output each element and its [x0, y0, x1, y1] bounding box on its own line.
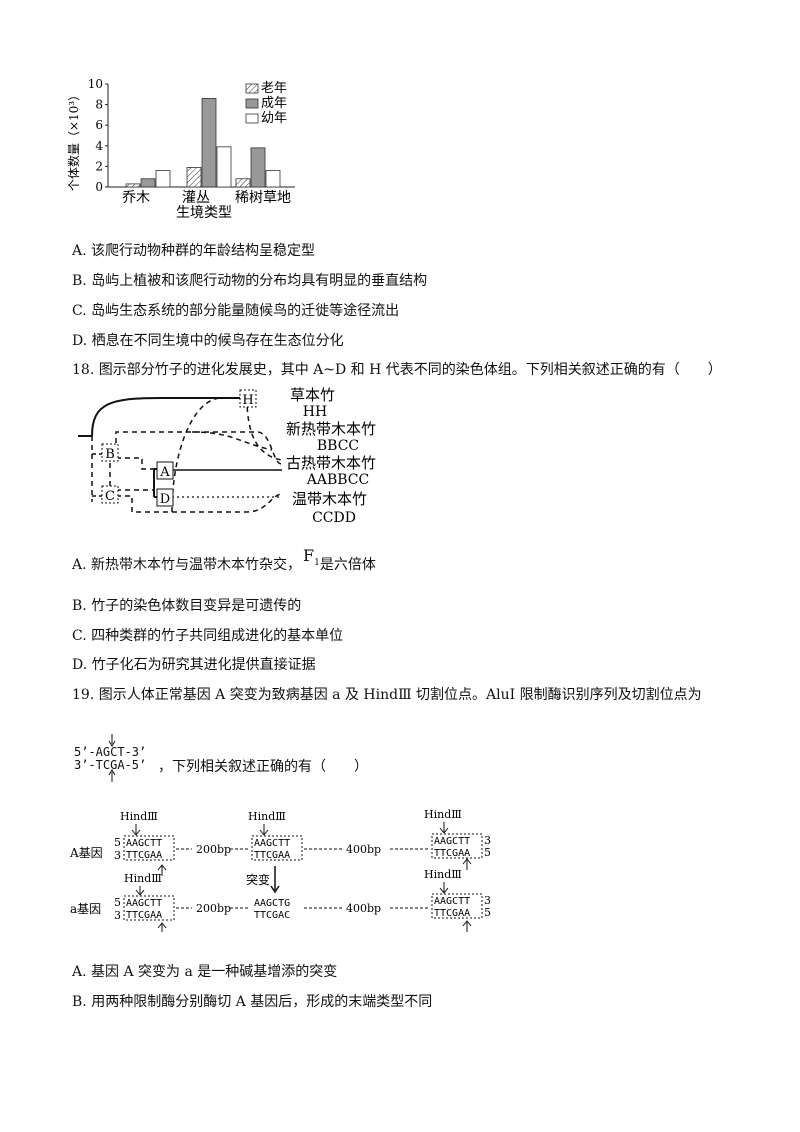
q18-option-b: B. 竹子的染色体数目变异是可遗传的 [72, 598, 302, 614]
a-five-end: 5 [114, 836, 121, 849]
chart-legend: 老年 成年 幼年 [245, 81, 287, 126]
q18-option-a: A. 新热带木本竹与温带木本竹杂交，F1是六倍体 [72, 546, 376, 576]
bar-adult-0 [140, 178, 156, 188]
site-1-bottom: TTCGAA [126, 850, 162, 861]
q17-option-a: A. 该爬行动物种群的年龄结构呈稳定型 [72, 243, 316, 259]
legend-label-old: 老年 [261, 81, 287, 96]
y-tick-label: 2 [95, 159, 103, 173]
box-d: D [160, 492, 170, 507]
species-4-name: 温带木本竹 [292, 490, 367, 508]
site-3-top: AAGCTT [434, 836, 470, 847]
q19-option-b: B. 用两种限制酶分别酶切 A 基因后，形成的末端类型不同 [72, 994, 433, 1010]
gene-a2-label: a基因 [70, 902, 101, 916]
alu-seq-top: 5’-AGCT-3’ [74, 745, 147, 759]
q18-option-a-pre: A. 新热带木本竹与温带木本竹杂交， [72, 557, 302, 573]
age-structure-chart: 个体数量（×10³） 0 2 4 6 8 10 乔木 灌丛 稀树草地 生境类型 老年 成年 幼… [66, 77, 295, 221]
hind3-gene-diagram: A基因 5 3 HindⅢ AAGCTT TTCGAA 200bp HindⅢ … [70, 808, 491, 932]
legend-swatch-young [245, 113, 259, 124]
q17-option-c: C. 岛屿生态系统的部分能量随候鸟的迁徙等途径流出 [72, 303, 400, 319]
site-5-top: AAGCTT [434, 896, 470, 907]
enzyme-5: HindⅢ [424, 868, 462, 881]
box-b: B [105, 447, 115, 462]
site-3-bottom: TTCGAA [434, 848, 470, 859]
x-category-label: 稀树草地 [235, 190, 291, 206]
enzyme-3: HindⅢ [424, 808, 462, 821]
enzyme-2: HindⅢ [248, 810, 286, 823]
alu-site-arrows [108, 734, 116, 782]
species-3-genome: AABBCC [306, 472, 369, 488]
y-tick-label: 4 [95, 139, 103, 153]
q19-stem: 19. 图示人体正常基因 A 突变为致病基因 a 及 HindⅢ 切割位点。Al… [72, 687, 702, 703]
a-five-end-r: 5 [484, 846, 491, 859]
site-1-top: AAGCTT [126, 838, 162, 849]
a-three-end-r: 3 [484, 834, 491, 847]
a2-five-end-r: 5 [484, 906, 491, 919]
enzyme-1: HindⅢ [120, 810, 158, 823]
gene-a-label: A基因 [70, 846, 103, 860]
f1-sub: 1 [314, 558, 320, 569]
box-a: A [159, 465, 170, 480]
species-2-genome: BBCC [317, 438, 359, 454]
mutation-label: 突变 [246, 872, 270, 887]
a2-three-end: 3 [114, 909, 121, 922]
mut-bottom: TTCGAC [254, 910, 290, 921]
a-three-end: 3 [114, 849, 121, 862]
q19-option-a: A. 基因 A 突变为 a 是一种碱基增添的突变 [72, 964, 338, 980]
alu-seq-bottom: 3’-TCGA-5’ [74, 758, 147, 772]
site-4-top: AAGCTT [126, 898, 162, 909]
box-h: H [242, 393, 253, 408]
q18-option-d: D. 竹子化石为研究其进化提供直接证据 [72, 657, 316, 673]
site-4-bottom: TTCGAA [126, 910, 162, 921]
y-tick-label: 10 [88, 77, 103, 91]
bar-young-0 [155, 170, 171, 188]
y-tick-label: 0 [95, 180, 103, 194]
f1-f: F [303, 546, 315, 565]
x-axis-label: 生境类型 [176, 205, 232, 221]
bamboo-evolution-diagram: H B C A D 草本竹 HH 新热带木本竹 BBCC 古热带木本竹 AABB… [78, 386, 376, 526]
y-tick-label: 6 [95, 118, 103, 132]
dist-1: 200bp [196, 843, 231, 856]
legend-swatch-adult [245, 98, 259, 109]
q17-option-d: D. 栖息在不同生境中的候鸟存在生态位分化 [72, 333, 344, 349]
bar-old-1 [186, 167, 202, 188]
f1-symbol: F1 [303, 546, 320, 569]
species-1-name: 草本竹 [290, 386, 335, 404]
bar-old-0 [125, 183, 141, 188]
q17-option-b: B. 岛屿上植被和该爬行动物的分布均具有明显的垂直结构 [72, 273, 428, 289]
bar-young-2 [265, 170, 281, 188]
species-2-name: 新热带木本竹 [286, 420, 376, 438]
dist-2: 400bp [346, 843, 381, 856]
species-3-name: 古热带木本竹 [286, 454, 376, 472]
site-5-bottom: TTCGAA [434, 908, 470, 919]
species-4-genome: CCDD [312, 510, 356, 526]
q18-option-c: C. 四种类群的竹子共同组成进化的基本单位 [72, 628, 344, 644]
bar-adult-1 [201, 98, 217, 188]
y-tick-label: 8 [95, 98, 103, 112]
q18-option-a-post: 是六倍体 [319, 557, 376, 573]
q18-stem: 18. 图示部分竹子的进化发展史，其中 A~D 和 H 代表不同的染色体组。下列… [72, 362, 722, 378]
bar-old-2 [235, 178, 251, 188]
a2-five-end: 5 [114, 896, 121, 909]
x-category-label: 乔木 [122, 190, 150, 206]
legend-swatch-old [245, 83, 259, 94]
box-c: C [105, 489, 115, 504]
bar-adult-2 [250, 147, 266, 188]
bar-young-1 [216, 146, 232, 188]
site-2-bottom: TTCGAA [254, 850, 290, 861]
legend-label-adult: 成年 [261, 96, 287, 111]
y-axis-label: 个体数量（×10³） [66, 89, 81, 191]
dist-4: 400bp [346, 902, 381, 915]
legend-label-young: 幼年 [261, 111, 287, 126]
species-1-genome: HH [303, 404, 327, 420]
enzyme-4: HindⅢ [124, 872, 162, 885]
dist-3: 200bp [196, 902, 231, 915]
a2-three-end-r: 3 [484, 894, 491, 907]
q19-stem-tail: ，下列相关叙述正确的有（ ） [158, 759, 368, 775]
site-2-top: AAGCTT [254, 838, 290, 849]
mut-top: AAGCTG [254, 898, 290, 909]
x-category-label: 灌丛 [182, 190, 210, 206]
